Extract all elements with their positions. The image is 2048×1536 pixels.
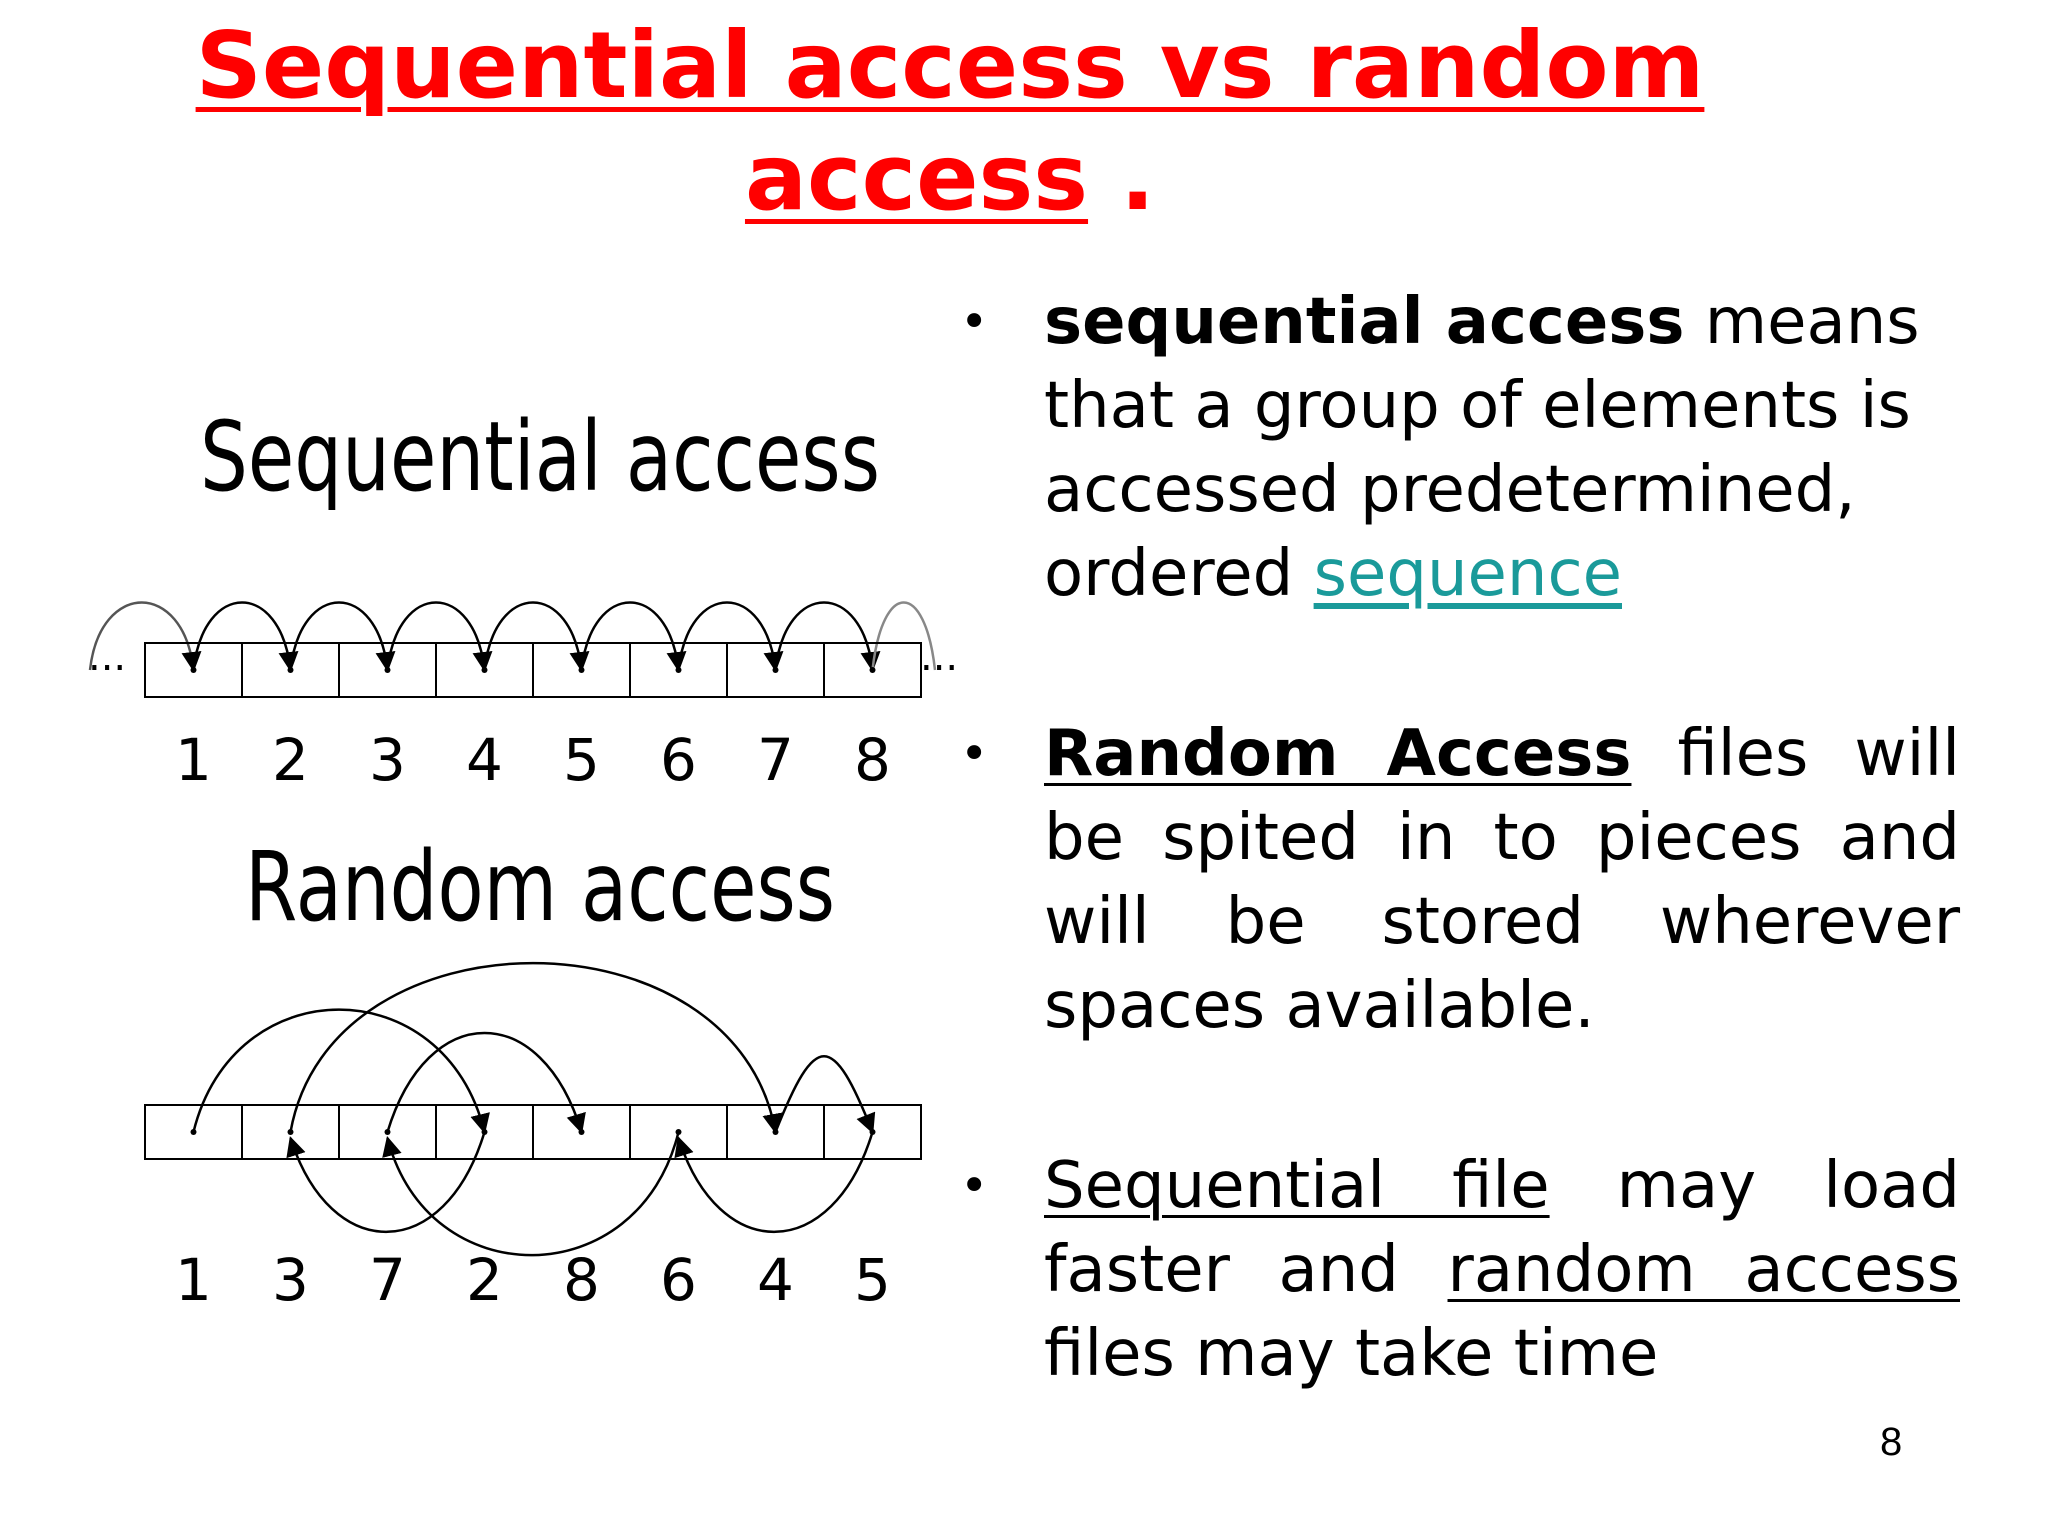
- random-number: 8: [563, 1246, 600, 1314]
- bullet3-underlined-1: Sequential file: [1044, 1149, 1550, 1223]
- random-arrow: [386, 1031, 586, 1134]
- random-arrows: [192, 961, 876, 1257]
- random-cell-dot: [675, 1129, 682, 1135]
- sequential-number: 2: [272, 726, 309, 794]
- random-arrow: [674, 1131, 874, 1234]
- title-line-2: access: [744, 124, 1089, 231]
- sequential-cell-dot: [481, 667, 488, 673]
- bullet3-text-2: files may take time: [1044, 1317, 1659, 1391]
- bullet-dot-icon: •: [960, 726, 989, 782]
- random-number: 6: [660, 1246, 697, 1314]
- sequential-arrow: [871, 601, 937, 671]
- sequential-cell-dot: [772, 667, 779, 673]
- sequential-arrow: [580, 601, 687, 672]
- sequential-access-label: Sequential access: [200, 401, 880, 513]
- random-arrow: [286, 1131, 486, 1234]
- random-cells: [144, 1104, 922, 1160]
- sequential-number: 8: [854, 726, 891, 794]
- title-line-1: Sequential access vs random: [195, 12, 1705, 119]
- sequential-cells: [144, 642, 922, 698]
- random-cell: [823, 1104, 922, 1160]
- sequential-ellipsis-right: ...: [920, 634, 958, 680]
- bullet-load-speed: • Sequential file may load faster and ra…: [960, 1144, 1960, 1396]
- random-cell-dot: [190, 1129, 197, 1135]
- random-number: 1: [175, 1246, 212, 1314]
- random-access-label: Random access: [245, 831, 835, 943]
- bullet-sequential-definition: • sequential access means that a group o…: [960, 280, 1960, 616]
- random-arrow: [289, 961, 783, 1134]
- sequential-number: 6: [660, 726, 697, 794]
- title-period: .: [1120, 124, 1156, 231]
- random-arrow: [382, 1131, 680, 1257]
- bullet3-text-1: may load faster and: [1044, 1149, 1961, 1307]
- bullet-dot-icon: •: [960, 1158, 989, 1214]
- sequential-arrow: [677, 601, 784, 672]
- random-number: 5: [854, 1246, 891, 1314]
- sequential-cell-dot: [869, 667, 876, 673]
- sequential-arrow: [774, 601, 881, 672]
- bullet1-text: means that a group of elements is access…: [1044, 285, 1920, 611]
- sequential-arrow: [289, 601, 396, 672]
- random-number: 2: [466, 1246, 503, 1314]
- sequential-arrow: [386, 601, 493, 672]
- sequential-number: 7: [757, 726, 794, 794]
- random-cell-dot: [384, 1129, 391, 1135]
- slide-title: Sequential access vs random access .: [0, 10, 1900, 234]
- random-number: 4: [757, 1246, 794, 1314]
- bullet2-underlined: Random Access: [1044, 717, 1632, 791]
- sequential-cell: [823, 642, 922, 698]
- bullet2-text: files will be spited in to pieces and wi…: [1044, 717, 1961, 1043]
- sequential-cell-dot: [287, 667, 294, 673]
- sequential-arrows: [88, 601, 937, 672]
- random-cell-dot: [578, 1129, 585, 1135]
- random-cell-dot: [287, 1129, 294, 1135]
- random-cell-dot: [481, 1129, 488, 1135]
- random-arrow: [192, 1008, 490, 1134]
- bullet1-bold: sequential access: [1044, 285, 1685, 359]
- sequential-arrow: [192, 601, 299, 672]
- random-number: 3: [272, 1246, 309, 1314]
- random-cell-dot: [772, 1129, 779, 1135]
- sequential-number: 5: [563, 726, 600, 794]
- bullet3-underlined-2: random access: [1447, 1233, 1961, 1307]
- bullet-random-access: • Random Access files will be spited in …: [960, 712, 1960, 1048]
- sequential-cell-dot: [384, 667, 391, 673]
- sequential-arrow: [88, 601, 202, 672]
- sequential-cell-dot: [675, 667, 682, 673]
- sequential-number: 3: [369, 726, 406, 794]
- page-number: 8: [1880, 1420, 1903, 1464]
- random-arrow: [774, 1054, 876, 1134]
- sequence-link[interactable]: sequence: [1313, 537, 1622, 611]
- random-number: 7: [369, 1246, 406, 1314]
- sequential-number: 4: [466, 726, 503, 794]
- random-cell-dot: [869, 1129, 876, 1135]
- sequential-cell-dot: [578, 667, 585, 673]
- sequential-cell-dot: [190, 667, 197, 673]
- sequential-number: 1: [175, 726, 212, 794]
- sequential-arrow: [483, 601, 590, 672]
- sequential-ellipsis-left: ...: [88, 634, 126, 680]
- bullet-dot-icon: •: [960, 294, 989, 350]
